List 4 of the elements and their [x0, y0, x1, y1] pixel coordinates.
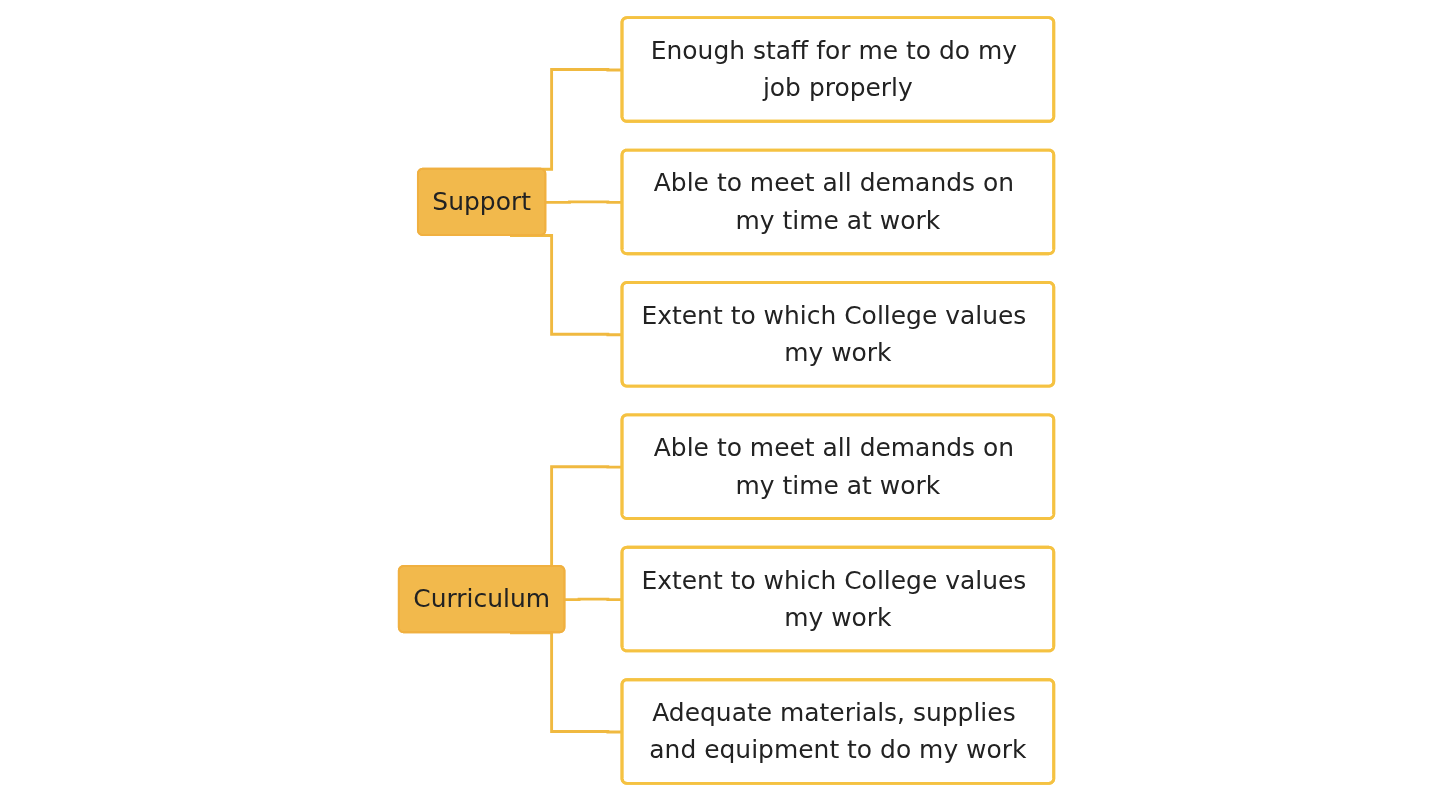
connector [510, 234, 623, 337]
connector [546, 200, 623, 204]
connector [510, 631, 623, 734]
connector [565, 597, 623, 602]
